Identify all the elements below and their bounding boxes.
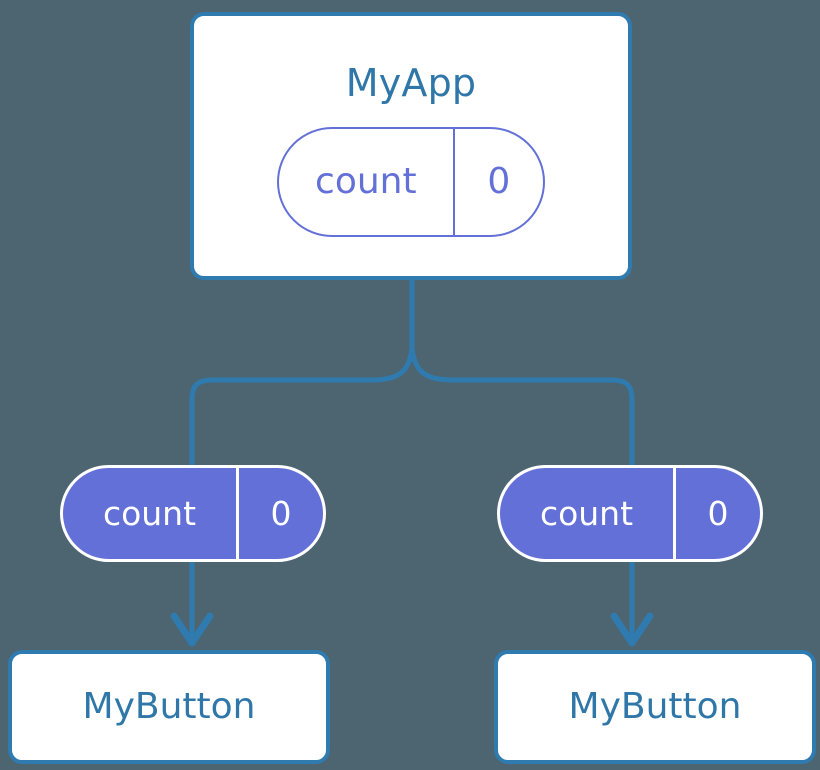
fork-branch-left [189,346,415,465]
state-key-root: count [279,129,455,235]
arrow-head-right [610,612,654,647]
state-value-child-right: 0 [707,494,729,533]
state-pill-child-left[interactable]: count 0 [60,465,326,562]
fork-branch-right [409,346,635,465]
component-label-mybutton-left: MyButton [82,686,256,727]
state-value-root: 0 [487,161,511,202]
component-label-myapp: MyApp [345,61,477,105]
state-pill-root[interactable]: count 0 [277,127,545,237]
state-key-child-right: count [500,468,676,559]
component-node-mybutton-right[interactable]: MyButton [494,650,816,764]
state-key-child-left: count [63,468,239,559]
arrow-head-left [170,612,214,647]
state-value-child-left: 0 [270,494,292,533]
component-node-mybutton-left[interactable]: MyButton [8,650,330,764]
state-pill-child-right[interactable]: count 0 [497,465,763,562]
component-label-mybutton-right: MyButton [568,686,742,727]
